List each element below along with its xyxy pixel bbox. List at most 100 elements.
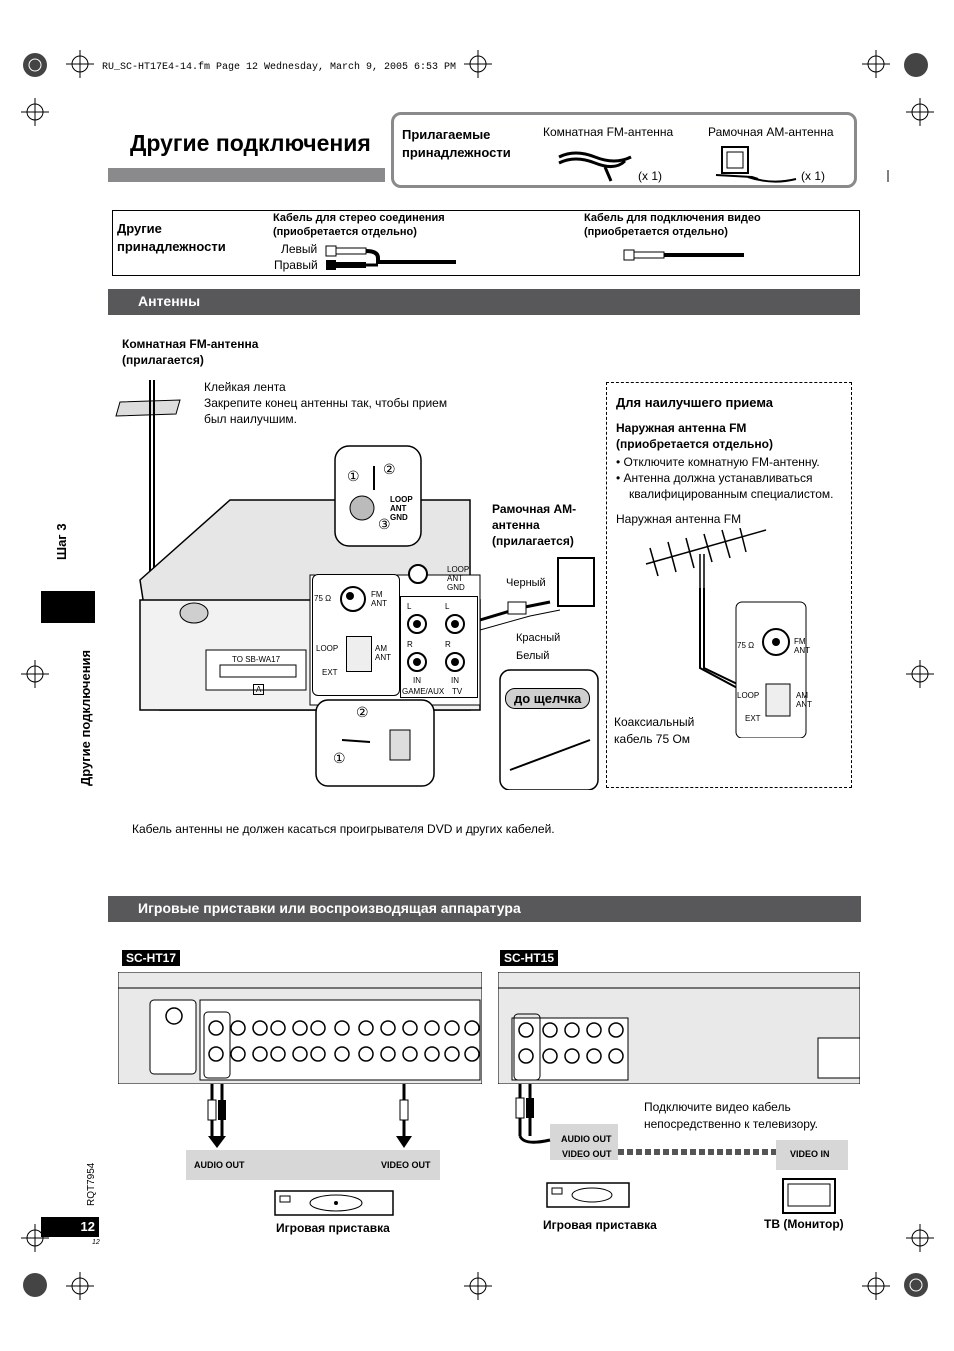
step-2-marker: ② [383, 461, 396, 477]
small-page-number: 12 [92, 1239, 100, 1246]
click-badge: до щелчка [505, 688, 591, 709]
supplied-accessories-box [391, 112, 857, 188]
video-note-2: непосредственно к телевизору. [644, 1117, 818, 1131]
am-antenna-label: Рамочная AM-антенна [708, 125, 834, 139]
game-console-icon-2 [546, 1182, 630, 1208]
loop-ant-gnd-label: LOOP ANT GND [447, 565, 470, 592]
bullet-1-text: Отключите комнатную FM-антенну. [623, 455, 820, 469]
to-sbwa17-label: TO SB-WA17 [232, 655, 281, 664]
ht17-audio-out: AUDIO OUT [194, 1160, 245, 1170]
outdoor-antenna-diagram [645, 528, 807, 738]
games-heading: Игровые приставки или воспроизводящая ап… [138, 900, 521, 916]
lever-step-1: ① [333, 750, 346, 766]
registration-mark-tr [903, 52, 929, 78]
sidebar-step-block [41, 591, 95, 623]
outdoor-ext-label: EXT [745, 714, 761, 723]
stereo-cable-sub: (приобретается отдельно) [273, 226, 417, 238]
antennas-heading: Антенны [138, 293, 201, 309]
coax-label: Коаксиальный [614, 715, 695, 729]
sidebar-step: Шаг 3 [54, 523, 69, 560]
tv-l-label: L [445, 602, 450, 611]
video-cable-title: Кабель для подключения видео [584, 212, 761, 224]
bullet-1: • Отключите комнатную FM-антенну. [616, 455, 820, 469]
game-aux-label: GAME/AUX [402, 687, 445, 696]
loop-ant-gnd-inset-label: LOOP ANT GND [390, 495, 413, 522]
gnd-screw [408, 564, 428, 584]
ht17-console-label: Игровая приставка [276, 1221, 390, 1235]
stereo-cable-icon [325, 245, 456, 270]
lever-step-2: ② [356, 704, 369, 720]
outdoor-ohm-label: 75 Ω [737, 641, 755, 650]
game-r-label: R [407, 640, 413, 649]
outdoor-title: Наружная антенна FM [616, 421, 747, 435]
ext-label: EXT [322, 668, 338, 677]
av-jack-panel [400, 596, 478, 698]
game-l-label: L [407, 602, 412, 611]
best-heading: Для наилучшего приема [616, 395, 774, 410]
tv-monitor-label: ТВ (Монитор) [764, 1217, 844, 1231]
outdoor-am-ant-label: AM ANT [796, 691, 812, 709]
outdoor-fm-ant-label: FM ANT [794, 637, 810, 655]
am-qty: (x 1) [801, 169, 825, 183]
model-sc-ht15: SC-HT15 [500, 950, 559, 966]
red-wire-label: Красный [516, 632, 561, 644]
other-accessories-box [112, 210, 860, 276]
coax-label-2: кабель 75 Ом [614, 732, 691, 746]
am-loop-label-2: антенна [492, 518, 540, 532]
best-reception-box [606, 382, 852, 788]
outdoor-label: Наружная антенна FM [616, 512, 742, 526]
game-in-label: IN [413, 676, 421, 685]
fm-ant-jack[interactable] [340, 586, 366, 612]
am-antenna-icon [715, 146, 797, 183]
left-label: Левый [281, 242, 318, 256]
other-heading: Другие принадлежности [117, 221, 226, 254]
bullet-2-text: Антенна должна устанавливаться [623, 471, 813, 485]
video-cable-icon [623, 249, 744, 261]
game-aux-l-jack[interactable] [407, 614, 427, 634]
tape-label: Клейкая лента [204, 380, 286, 394]
am-loop-label-3: (прилагается) [492, 534, 574, 548]
tv-in-label: IN [451, 676, 459, 685]
fm-indoor-label: Комнатная FM-антенна [122, 337, 259, 351]
ht15-rear-panel [498, 972, 860, 1084]
fm-indoor-sub: (прилагается) [122, 353, 204, 367]
fm-qty: (x 1) [638, 169, 662, 183]
registration-mark-br [903, 1272, 929, 1298]
ht15-console-label: Игровая приставка [543, 1218, 657, 1232]
file-header: RU_SC-HT17E4-14.fm Page 12 Wednesday, Ma… [102, 62, 457, 73]
ht15-video-out: VIDEO OUT [562, 1149, 612, 1159]
tv-label: TV [452, 687, 463, 696]
registration-mark-tl [22, 52, 48, 78]
white-wire-label: Белый [516, 650, 550, 662]
fm-ant-label: FM ANT [371, 590, 387, 608]
ht15-audio-out: AUDIO OUT [561, 1134, 612, 1144]
antennas-section-bar: Антенны [108, 289, 860, 315]
ohm-label: 75 Ω [314, 594, 332, 603]
outdoor-sub: (приобретается отдельно) [616, 437, 773, 451]
fm-antenna-icon [558, 151, 632, 182]
games-section-bar: Игровые приставки или воспроизводящая ап… [108, 896, 861, 922]
game-console-icon [274, 1190, 394, 1216]
ht17-rear-panel [118, 972, 482, 1084]
tv-r-label: R [445, 640, 451, 649]
antenna-note: Кабель антенны не должен касаться проигр… [132, 822, 555, 836]
game-aux-r-jack[interactable] [407, 652, 427, 672]
loop-label: LOOP [316, 644, 339, 653]
ht17-cables [186, 1084, 440, 1180]
title-underline [108, 168, 385, 182]
video-note-1: Подключите видео кабель [644, 1100, 791, 1114]
outdoor-loop-label: LOOP [737, 691, 760, 700]
tape-note-2: был наилучшим. [204, 412, 298, 426]
page-title: Другие подключения [130, 130, 371, 156]
stereo-cable-title: Кабель для стерео соединения [273, 212, 445, 224]
am-loop-label: Рамочная AM- [492, 502, 577, 516]
fm-antenna-label: Комнатная FM-антенна [543, 125, 674, 139]
tv-r-jack[interactable] [445, 652, 465, 672]
ht15-video-in: VIDEO IN [790, 1149, 830, 1159]
tv-l-jack[interactable] [445, 614, 465, 634]
supplied-heading: Прилагаемые принадлежности [402, 127, 511, 160]
am-terminal[interactable] [346, 636, 372, 672]
bullet-2b: квалифицированным специалистом. [629, 487, 834, 501]
right-label: Правый [274, 258, 318, 272]
